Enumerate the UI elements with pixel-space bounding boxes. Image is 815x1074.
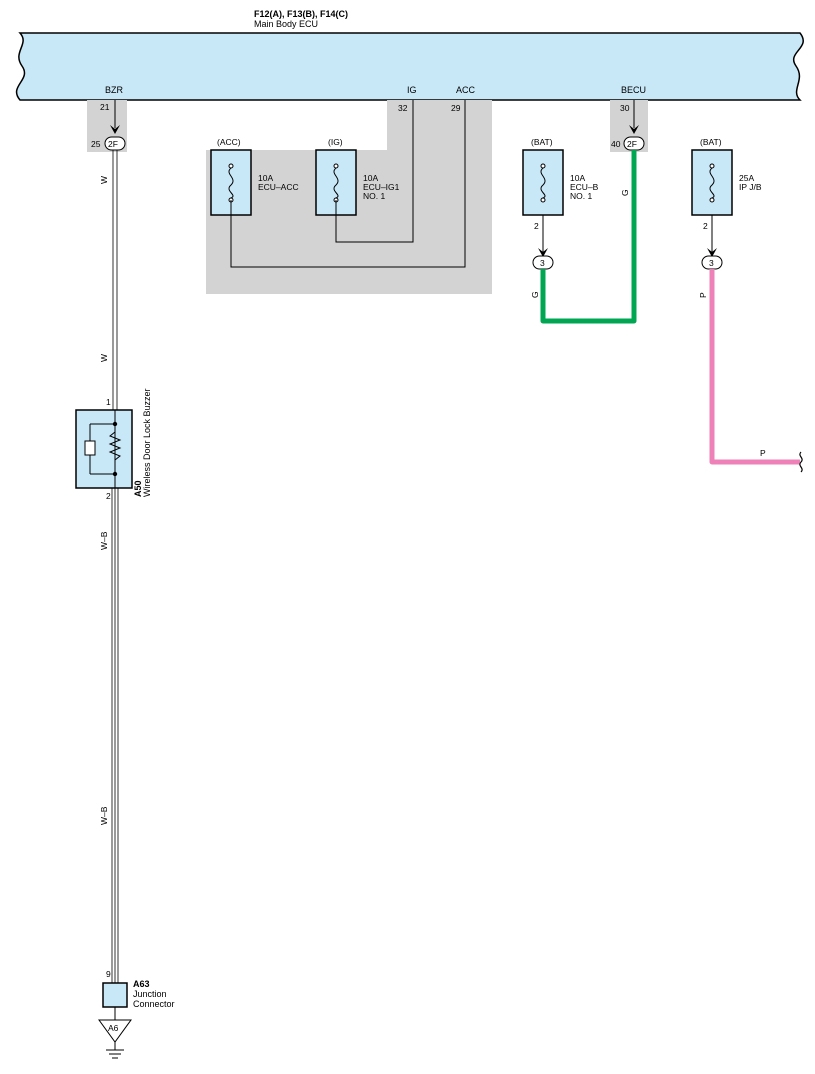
becu-junction-pin: 40 <box>611 139 621 149</box>
wire-ig <box>335 100 414 243</box>
fuse-acc-name: ECU–ACC <box>258 182 299 192</box>
fuse-ipjb-icon <box>709 163 715 203</box>
fuse-ig1-name: ECU–IG1 <box>363 182 400 192</box>
fuse-ecub-pin: 2 <box>534 221 539 231</box>
wire-green <box>540 150 637 324</box>
wire-label-g-1: G <box>620 189 630 196</box>
ecub-connector-label: 3 <box>540 258 545 268</box>
buzzer-node-top <box>112 421 118 427</box>
fuse-ig1-no: NO. 1 <box>363 191 385 201</box>
pin-bzr: 21 <box>100 102 110 112</box>
pin-ig: 32 <box>398 103 408 113</box>
ground-icon <box>106 1042 124 1059</box>
buzzer-pin2: 2 <box>106 491 111 501</box>
bzr-connector-label: 2F <box>108 139 118 149</box>
ecu-body <box>15 32 804 101</box>
wire-label-wb-1: W–B <box>99 531 109 550</box>
buzzer-pin1: 1 <box>106 397 111 407</box>
fuse-ig1-source: (IG) <box>328 137 343 147</box>
jc-line2: Connector <box>133 999 175 1009</box>
ecu-connectors-label: F12(A), F13(B), F14(C) <box>254 9 348 19</box>
terminal-becu: BECU <box>621 85 646 95</box>
ecu-name-label: Main Body ECU <box>254 19 318 29</box>
wire-label-w-1: W <box>99 176 109 184</box>
ecub-arrow-icon <box>538 248 548 257</box>
buzzer-code: A50 <box>133 480 143 497</box>
wire-label-p-1: P <box>698 292 708 298</box>
terminal-bzr: BZR <box>105 85 124 95</box>
becu-arrow-icon <box>629 125 639 134</box>
wire-label-w-2: W <box>99 354 109 362</box>
wire-label-p-2: P <box>760 448 766 458</box>
fuse-ig1-rating: 10A <box>363 173 378 183</box>
bzr-arrow-icon <box>110 125 120 134</box>
ground-triangle-icon <box>98 1019 132 1043</box>
wire-acc <box>230 100 466 268</box>
fuse-ipjb-box <box>691 149 733 216</box>
fuse-ecub-source: (BAT) <box>531 137 553 147</box>
fuse-ipjb-pin: 2 <box>703 221 708 231</box>
ipjb-connector-label: 3 <box>709 258 714 268</box>
pin-acc: 29 <box>451 103 461 113</box>
fuse-ecub-name: ECU–B <box>570 182 599 192</box>
fuse-ecub-no: NO. 1 <box>570 191 592 201</box>
jc-pin: 9 <box>106 969 111 979</box>
terminal-ig: IG <box>407 85 417 95</box>
fuse-ecub-box <box>522 149 564 216</box>
bzr-junction-pin: 25 <box>91 139 101 149</box>
fuse-ipjb-source: (BAT) <box>700 137 722 147</box>
fuse-acc-source: (ACC) <box>217 137 241 147</box>
wire-pink <box>709 269 800 465</box>
buzzer-name: Wireless Door Lock Buzzer <box>142 388 152 497</box>
wire-label-g-2: G <box>530 291 540 298</box>
fuse-ecub-icon <box>540 163 546 203</box>
buzzer-box <box>75 409 133 489</box>
fuse-acc-rating: 10A <box>258 173 273 183</box>
wire-break-icon <box>799 451 803 473</box>
buzzer-node-bottom <box>112 471 118 477</box>
fuse-ecub-rating: 10A <box>570 173 585 183</box>
ipjb-arrow-icon <box>707 248 717 257</box>
jc-code: A63 <box>133 979 150 989</box>
pin-becu: 30 <box>620 103 630 113</box>
jc-line1: Junction <box>133 989 167 999</box>
terminal-acc: ACC <box>456 85 476 95</box>
fuse-ipjb-rating: 25A <box>739 173 754 183</box>
becu-connector-label: 2F <box>627 139 637 149</box>
wire-label-wb-2: W–B <box>99 806 109 825</box>
junction-connector-box <box>102 982 128 1008</box>
ground-code: A6 <box>108 1023 119 1033</box>
fuse-ipjb-name: IP J/B <box>739 182 762 192</box>
bzr-connector <box>104 136 126 151</box>
